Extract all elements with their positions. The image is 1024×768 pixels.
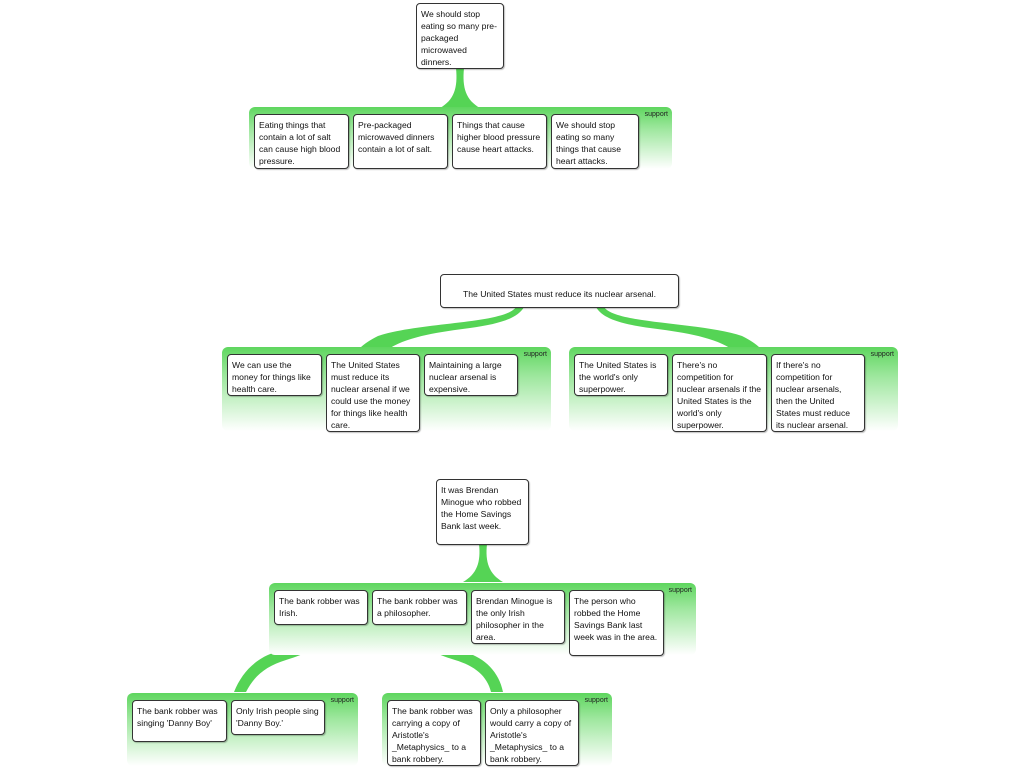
support-label: support bbox=[644, 111, 668, 118]
connector-map3 bbox=[463, 544, 503, 582]
premise-node[interactable]: The bank robber was Irish. bbox=[274, 590, 368, 625]
premise-node[interactable]: Eating things that contain a lot of salt… bbox=[254, 114, 349, 169]
support-label: support bbox=[870, 351, 894, 358]
support-label: support bbox=[330, 697, 354, 704]
premise-node[interactable]: Only a philosopher would carry a copy of… bbox=[485, 700, 579, 766]
premise-node[interactable]: Things that cause higher blood pressure … bbox=[452, 114, 547, 169]
premise-node[interactable]: Maintaining a large nuclear arsenal is e… bbox=[424, 354, 518, 396]
connector-map2-left bbox=[360, 307, 524, 348]
premise-node[interactable]: We can use the money for things like hea… bbox=[227, 354, 322, 396]
premise-node[interactable]: There's no competition for nuclear arsen… bbox=[672, 354, 767, 432]
premise-node[interactable]: Only Irish people sing 'Danny Boy.' bbox=[231, 700, 325, 735]
support-label: support bbox=[668, 587, 692, 594]
claim-node[interactable]: We should stop eating so many pre-packag… bbox=[416, 3, 504, 69]
connector-map3-sub-right bbox=[415, 624, 503, 692]
support-label: support bbox=[523, 351, 547, 358]
premise-node[interactable]: If there's no competition for nuclear ar… bbox=[771, 354, 865, 432]
premise-node[interactable]: The United States is the world's only su… bbox=[574, 354, 668, 396]
connector-map1 bbox=[440, 68, 480, 108]
claim-node[interactable]: The United States must reduce its nuclea… bbox=[440, 274, 679, 308]
premise-node[interactable]: The bank robber was carrying a copy of A… bbox=[387, 700, 481, 766]
premise-node[interactable]: The bank robber was a philosopher. bbox=[372, 590, 467, 625]
support-label: support bbox=[584, 697, 608, 704]
claim-node[interactable]: It was Brendan Minogue who robbed the Ho… bbox=[436, 479, 529, 545]
premise-node[interactable]: Brendan Minogue is the only Irish philos… bbox=[471, 590, 565, 644]
premise-node[interactable]: The person who robbed the Home Savings B… bbox=[569, 590, 664, 656]
connector-map2-right bbox=[596, 307, 760, 348]
premise-node[interactable]: We should stop eating so many things tha… bbox=[551, 114, 639, 169]
premise-node[interactable]: Pre-packaged microwaved dinners contain … bbox=[353, 114, 448, 169]
premise-node[interactable]: The United States must reduce its nuclea… bbox=[326, 354, 420, 432]
premise-node[interactable]: The bank robber was singing 'Danny Boy' bbox=[132, 700, 227, 742]
connector-map3-sub-left bbox=[234, 624, 326, 692]
